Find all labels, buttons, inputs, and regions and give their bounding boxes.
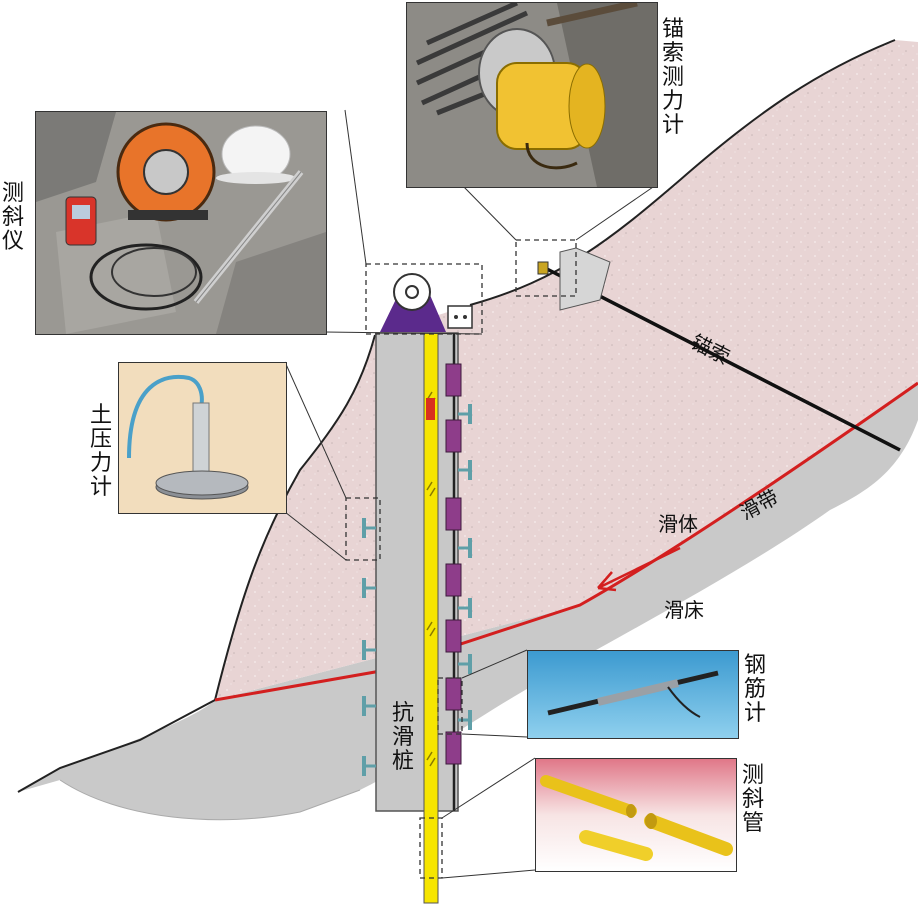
- pressure-cell: [458, 598, 472, 618]
- inclinometer-casing-photo: [535, 758, 737, 872]
- movement-arrow: [597, 546, 681, 592]
- anchor-cable-line: [544, 266, 901, 452]
- leader-lines: [284, 109, 657, 879]
- slope-surface-line: [214, 334, 376, 701]
- pressure-cell: [458, 404, 472, 424]
- label-inclinometer-casing: 测斜管: [741, 763, 764, 836]
- bedrock-base-line: [59, 779, 361, 821]
- pulley: [380, 273, 473, 332]
- pressure-cell: [458, 710, 472, 730]
- inclinometer-photo: [35, 111, 327, 335]
- callout-boxes: [345, 239, 577, 879]
- label-earth-pressure-cell: 土压力计: [89, 403, 112, 500]
- anchor-head-block: [559, 247, 611, 311]
- pressure-cell: [362, 640, 376, 660]
- upper-slope-line: [469, 39, 896, 306]
- pressure-cell: [362, 518, 376, 538]
- label-anti-slide-pile: 抗滑桩: [391, 701, 414, 774]
- rebar-meter: [445, 363, 462, 397]
- label-rebar-meter: 钢筋计: [743, 653, 766, 726]
- rebar-meters: [445, 363, 462, 765]
- label-inclinometer: 测斜仪: [1, 181, 24, 254]
- pulley-bracket: [380, 295, 446, 332]
- rebar-meter: [445, 731, 462, 765]
- rebar-meter: [445, 619, 462, 653]
- pressure-cell: [458, 538, 472, 558]
- rebar-meter: [445, 497, 462, 531]
- pressure-cells-left: [362, 518, 376, 776]
- rebar-meter: [445, 419, 462, 453]
- rebar-meter: [445, 677, 462, 711]
- pressure-cell: [458, 654, 472, 674]
- pressure-cell: [458, 460, 472, 480]
- anchor-nut: [537, 261, 549, 275]
- inclinometer-probe-marker: [426, 398, 435, 420]
- rebar-meter-photo: [527, 650, 739, 739]
- pressure-cell: [362, 756, 376, 776]
- pressure-cells-right: [458, 404, 472, 730]
- pressure-cell: [362, 696, 376, 716]
- label-slide-bed: 滑床: [664, 598, 704, 622]
- slide-bed-area: [18, 383, 918, 820]
- ground-surface-line: [17, 699, 216, 793]
- rebar-meter: [445, 563, 462, 597]
- label-anchor-cell: 锚索测力计: [661, 17, 684, 138]
- pressure-cell: [362, 578, 376, 598]
- slip-zone-line: [214, 381, 918, 702]
- earth-pressure-cell-photo: [118, 362, 287, 514]
- label-slide-body: 滑体: [658, 512, 698, 536]
- anchor-load-cell-photo: [406, 2, 658, 188]
